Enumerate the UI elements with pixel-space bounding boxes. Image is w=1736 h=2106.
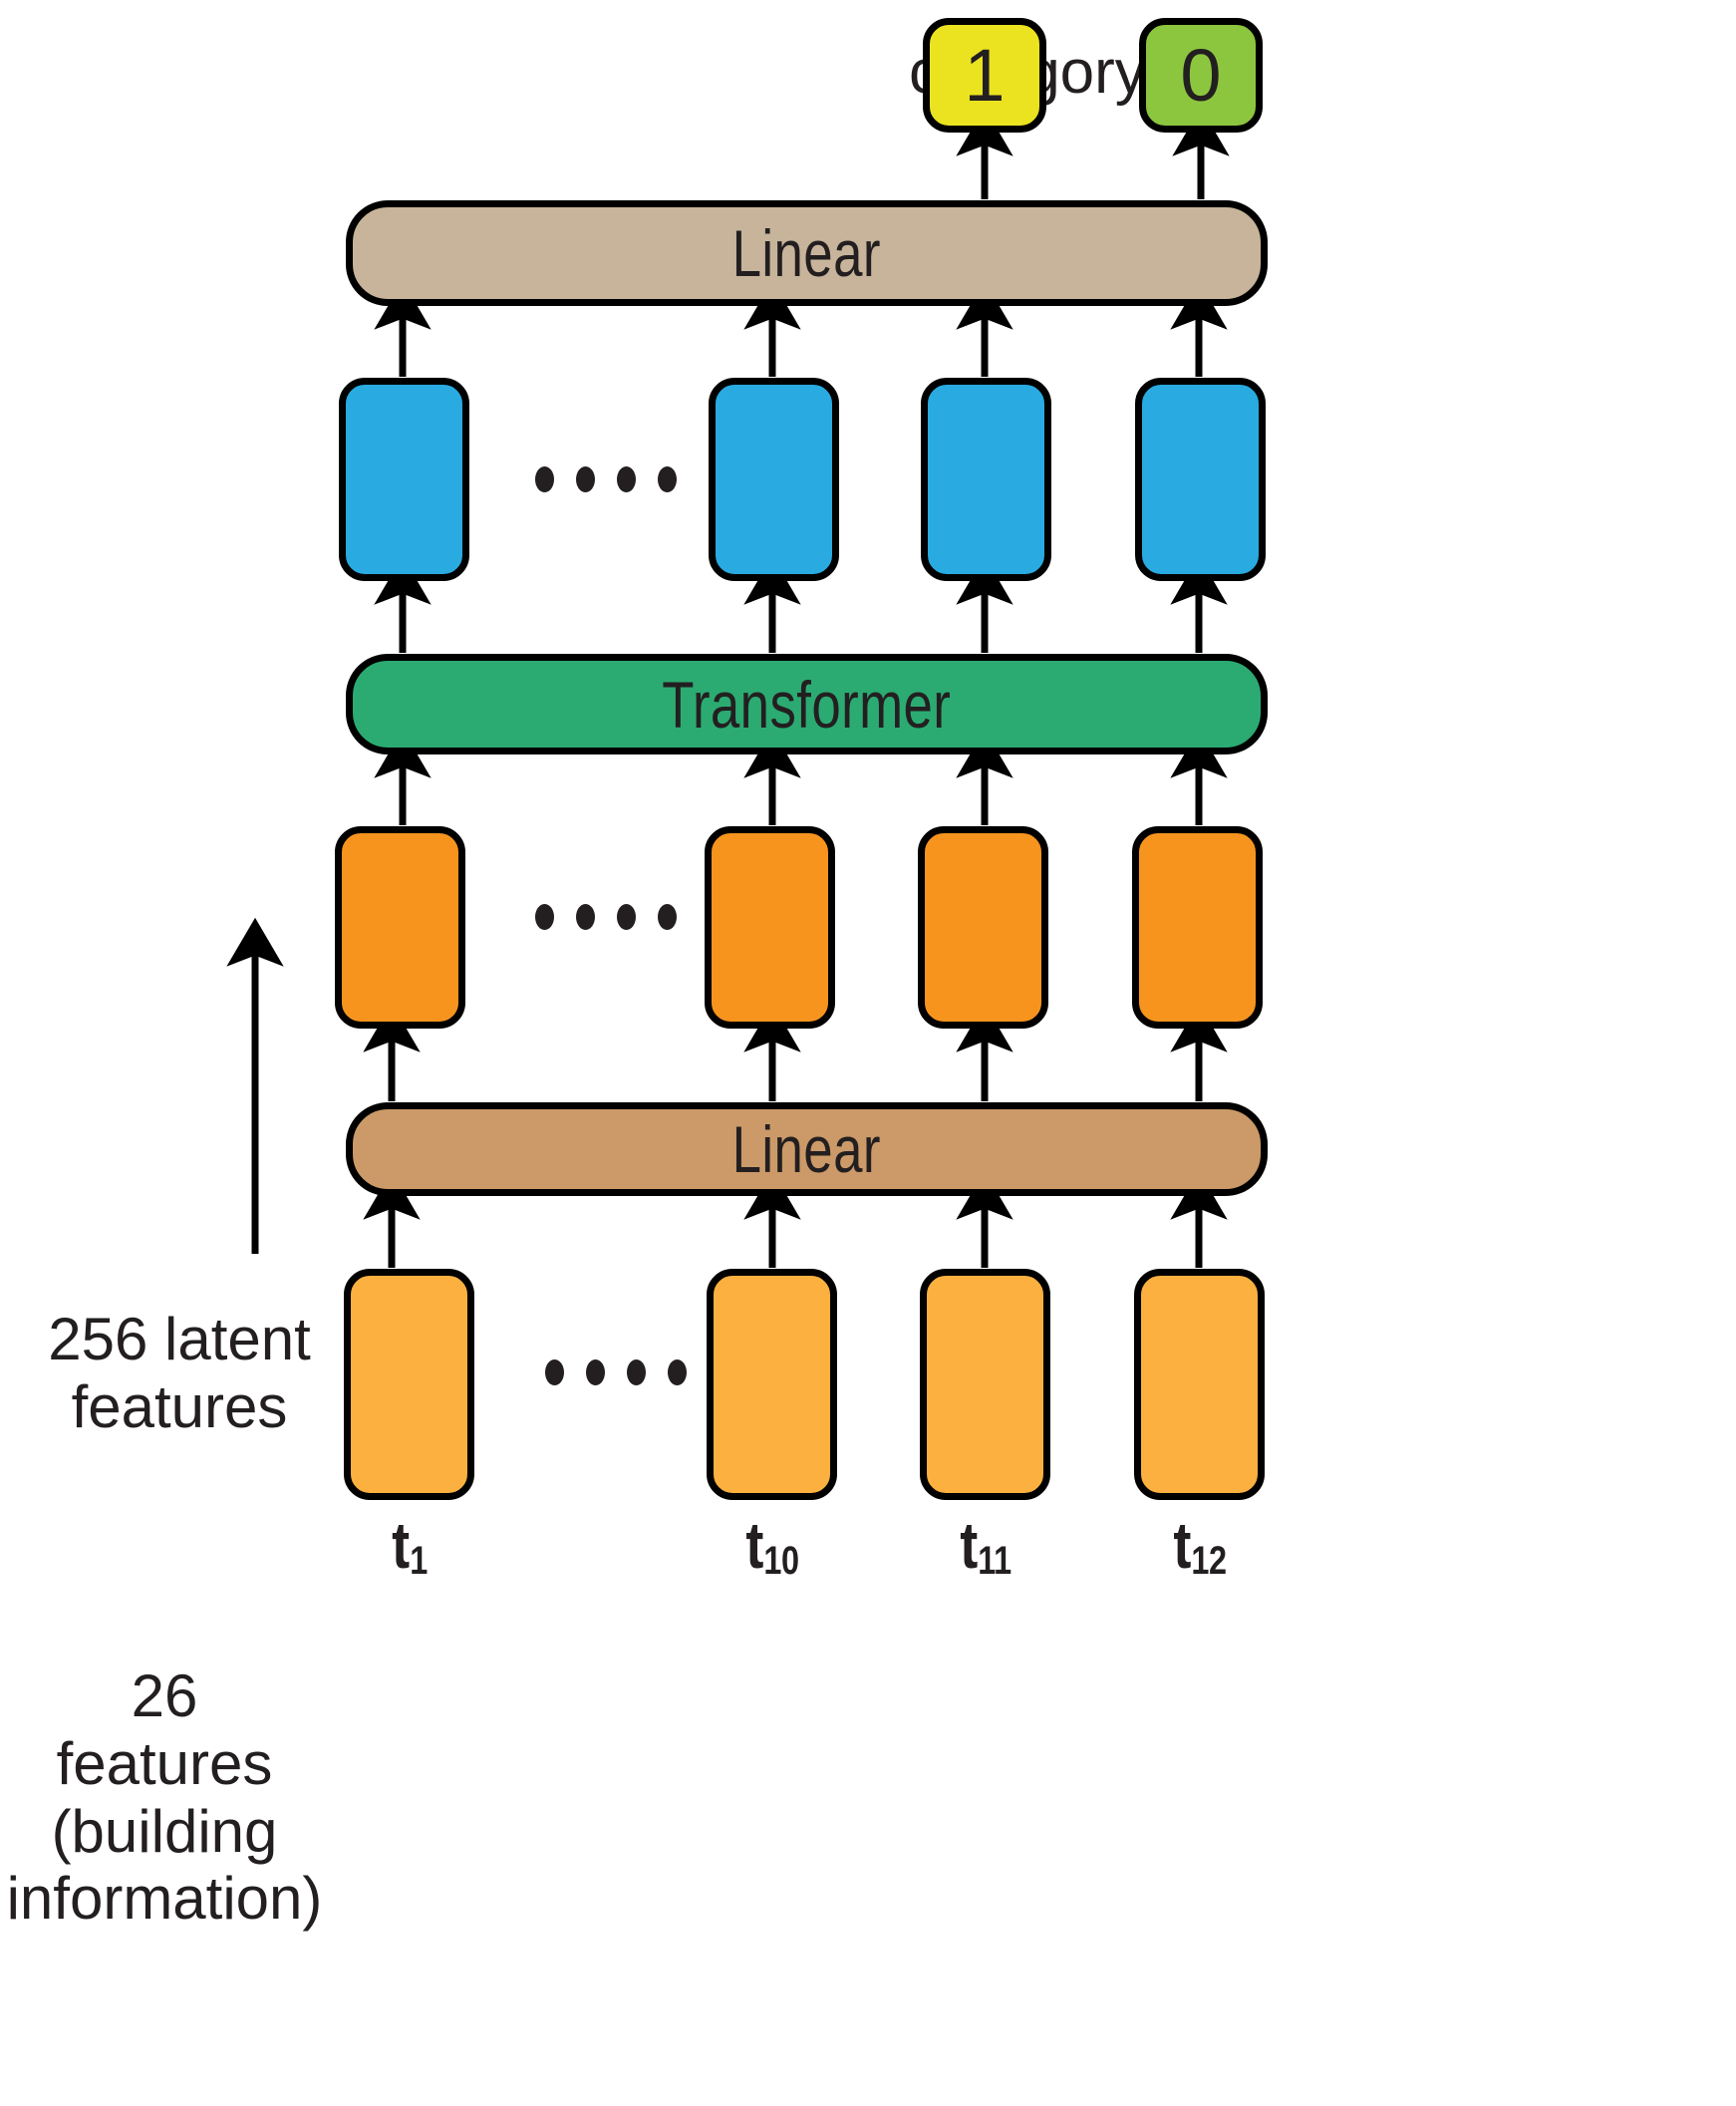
- ellipsis-dot: [576, 466, 595, 492]
- ellipsis-orange-row: [535, 904, 677, 930]
- timestep-subscript: 1: [410, 1539, 428, 1584]
- ellipsis-dot: [545, 1359, 564, 1385]
- layer-transformer: Transformer: [346, 654, 1268, 754]
- layer-linear-bottom-label: Linear: [731, 1112, 882, 1186]
- timestep-base: t: [1173, 1508, 1192, 1582]
- ellipsis-blue-row: [535, 466, 677, 492]
- token-orange-t11: [918, 826, 1048, 1029]
- timestep-label-t11: t11: [929, 1507, 1043, 1583]
- token-input-t10: [707, 1269, 837, 1500]
- ellipsis-dot: [535, 904, 554, 930]
- input-annotation-line-4: information): [6, 1865, 323, 1933]
- category-box-1: 1: [923, 18, 1046, 133]
- timestep-base: t: [960, 1508, 979, 1582]
- category-box-1-value: 1: [964, 33, 1006, 117]
- ellipsis-input-row: [545, 1359, 687, 1385]
- timestep-subscript: 11: [978, 1539, 1012, 1584]
- latent-features-annotation: 256 latent features: [30, 1306, 329, 1441]
- timestep-base: t: [392, 1508, 411, 1582]
- input-annotation-line-1: 26: [131, 1662, 198, 1729]
- ellipsis-dot: [617, 904, 636, 930]
- input-features-annotation: 26 features (building information): [0, 1662, 329, 1933]
- category-box-0-value: 0: [1180, 33, 1222, 117]
- ellipsis-dot: [576, 904, 595, 930]
- token-input-t12: [1134, 1269, 1265, 1500]
- ellipsis-dot: [668, 1359, 687, 1385]
- timestep-label-t1: t1: [353, 1507, 467, 1583]
- token-orange-t1: [335, 826, 465, 1029]
- ellipsis-dot: [617, 466, 636, 492]
- timestep-label-t10: t10: [716, 1507, 830, 1583]
- timestep-base: t: [745, 1508, 764, 1582]
- ellipsis-dot: [627, 1359, 646, 1385]
- layer-linear-bottom: Linear: [346, 1102, 1268, 1196]
- latent-annotation-line-1: 256 latent: [48, 1306, 311, 1372]
- input-annotation-line-2: features: [56, 1729, 273, 1797]
- timestep-subscript: 10: [763, 1539, 799, 1584]
- token-blue-t12: [1135, 378, 1266, 581]
- layer-transformer-label: Transformer: [662, 667, 952, 742]
- token-input-t1: [344, 1269, 474, 1500]
- token-blue-t10: [709, 378, 839, 581]
- latent-annotation-line-2: features: [71, 1372, 288, 1440]
- ellipsis-dot: [535, 466, 554, 492]
- category-box-0: 0: [1139, 18, 1263, 133]
- token-input-t11: [920, 1269, 1050, 1500]
- token-blue-t1: [339, 378, 469, 581]
- ellipsis-dot: [658, 466, 677, 492]
- ellipsis-dot: [586, 1359, 605, 1385]
- layer-linear-top-label: Linear: [731, 216, 882, 290]
- token-orange-t12: [1132, 826, 1263, 1029]
- ellipsis-dot: [658, 904, 677, 930]
- input-annotation-line-3: (building: [51, 1797, 278, 1865]
- timestep-label-t12: t12: [1143, 1507, 1258, 1583]
- token-orange-t10: [705, 826, 835, 1029]
- token-blue-t11: [921, 378, 1051, 581]
- timestep-subscript: 12: [1191, 1539, 1227, 1584]
- layer-linear-top: Linear: [346, 200, 1268, 306]
